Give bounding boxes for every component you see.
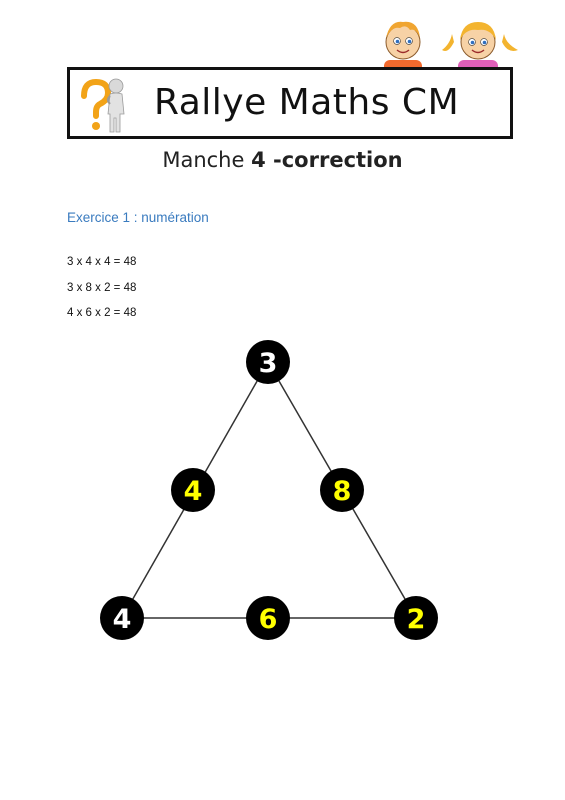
- node-left-mid-label: 4: [184, 476, 203, 507]
- node-bottom-mid: 6: [246, 596, 290, 640]
- node-right-mid: 8: [320, 468, 364, 512]
- node-bottom-right: 2: [394, 596, 438, 640]
- node-bottom-mid-label: 6: [259, 604, 278, 635]
- equation-line: 4 x 6 x 2 = 48: [67, 307, 137, 319]
- page-title: Rallye Maths CM: [154, 82, 460, 123]
- node-bottom-left: 4: [100, 596, 144, 640]
- equation-line: 3 x 4 x 4 = 48: [67, 256, 137, 268]
- node-right-mid-label: 8: [333, 476, 352, 507]
- node-bottom-right-label: 2: [407, 604, 426, 635]
- node-top: 3: [246, 340, 290, 384]
- node-top-label: 3: [259, 348, 278, 379]
- exercise-heading: Exercice 1 : numération: [67, 210, 209, 225]
- round-subtitle: Manche 4 -correction: [0, 148, 565, 172]
- node-left-mid: 4: [171, 468, 215, 512]
- number-triangle: 3 4 8 4 6 2: [100, 340, 438, 640]
- subtitle-bold: 4 -correction: [251, 148, 403, 172]
- equation-line: 3 x 8 x 2 = 48: [67, 282, 137, 294]
- node-bottom-left-label: 4: [113, 604, 132, 635]
- subtitle-prefix: Manche: [162, 148, 252, 172]
- question-mark-figure-icon: [81, 78, 125, 133]
- title-banner: Rallye Maths CM: [67, 67, 513, 139]
